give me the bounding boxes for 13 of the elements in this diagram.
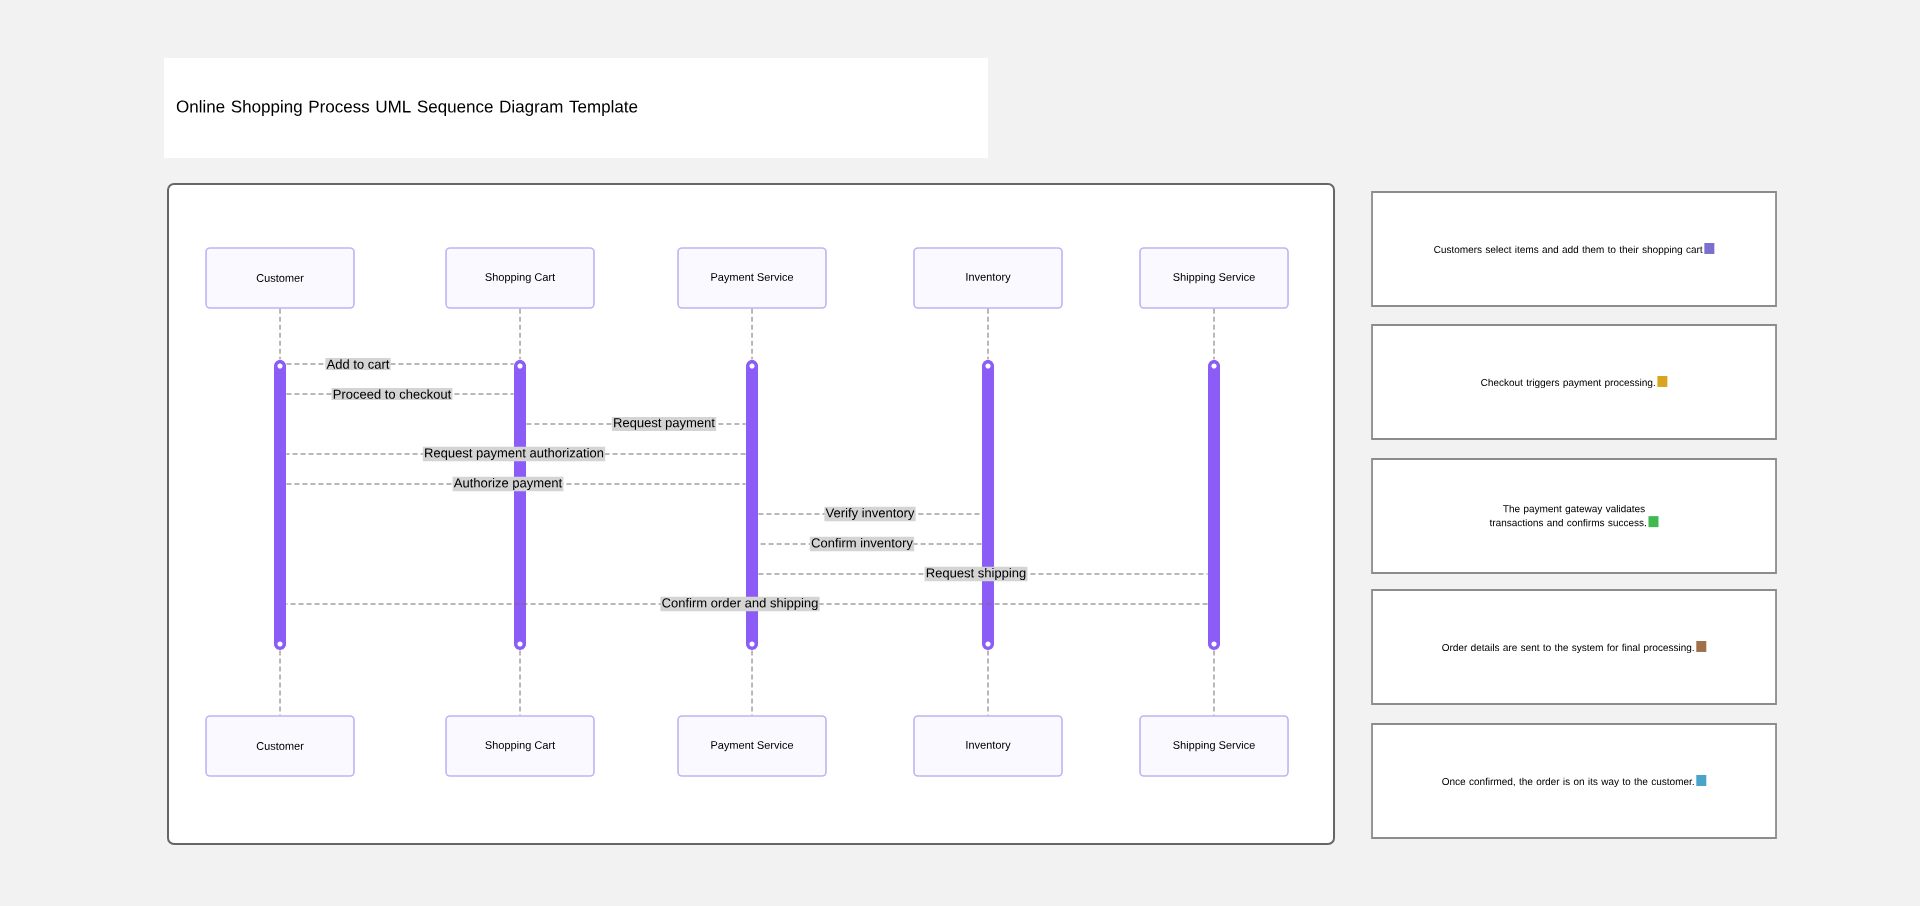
activation-bar	[1208, 360, 1220, 650]
lifeline	[519, 308, 521, 361]
activation-bar	[274, 360, 286, 650]
lifeline	[1213, 308, 1215, 361]
lifeline	[987, 649, 989, 716]
lifeline	[519, 649, 521, 716]
lifeline	[279, 308, 281, 361]
lifeline	[751, 308, 753, 361]
lifeline	[279, 649, 281, 716]
lifeline	[751, 649, 753, 716]
lifeline	[1213, 649, 1215, 716]
lifeline	[987, 308, 989, 361]
title-box: Online Shopping Process UML Sequence Diagram Template	[164, 58, 988, 158]
